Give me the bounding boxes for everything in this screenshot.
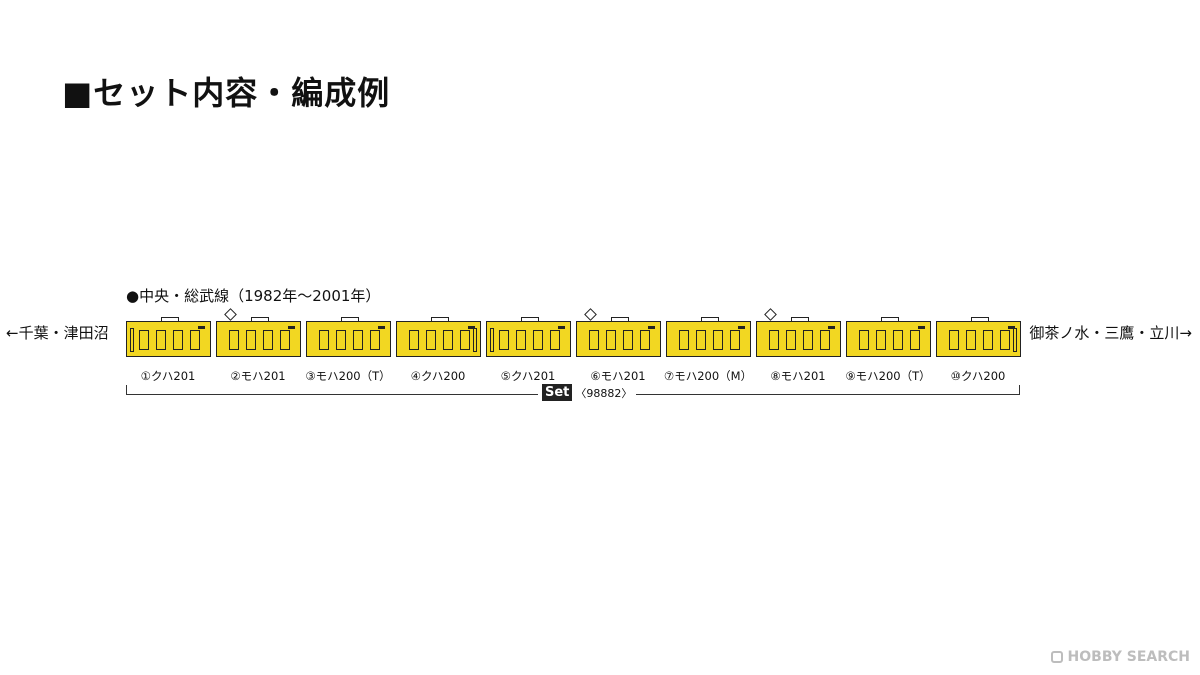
direction-right-label: 御茶ノ水・三鷹・立川→ <box>1029 324 1192 342</box>
roof-vent <box>791 317 809 321</box>
car-6 <box>576 317 661 357</box>
cab-end <box>130 328 134 352</box>
page-title: ■セット内容・編成例 <box>62 74 391 112</box>
set-indicator: Set 〈98882〉 <box>538 384 637 401</box>
car-3 <box>306 317 391 357</box>
car-window <box>876 330 886 350</box>
car-window <box>499 330 509 350</box>
watermark: HOBBY SEARCH <box>1050 649 1190 665</box>
roof-vent <box>341 317 359 321</box>
roof-vent <box>431 317 449 321</box>
car-label: ④クハ200 <box>410 369 466 383</box>
car-window <box>319 330 329 350</box>
roof-vent <box>701 317 719 321</box>
car-window <box>606 330 616 350</box>
car-window <box>409 330 419 350</box>
car-2 <box>216 317 301 357</box>
set-badge: Set <box>542 384 573 401</box>
car-window <box>533 330 543 350</box>
car-label: ②モハ201 <box>230 369 286 383</box>
car-window <box>426 330 436 350</box>
hobby-search-logo-icon <box>1050 651 1063 663</box>
pantograph-icon <box>224 308 237 321</box>
car-label: ⑨モハ200（T） <box>845 369 931 383</box>
car-window <box>769 330 779 350</box>
car-window <box>280 330 290 350</box>
line-name: ●中央・総武線（1982年〜2001年） <box>126 287 381 305</box>
car-4 <box>396 317 481 357</box>
car-label: ⑧モハ201 <box>770 369 826 383</box>
pantograph-icon <box>584 308 597 321</box>
car-window <box>679 330 689 350</box>
car-marker <box>918 326 925 329</box>
car-window <box>910 330 920 350</box>
car-marker <box>738 326 745 329</box>
car-window <box>263 330 273 350</box>
roof-vent <box>611 317 629 321</box>
car-window <box>983 330 993 350</box>
roof-vent <box>251 317 269 321</box>
set-code: 〈98882〉 <box>575 386 633 400</box>
car-marker <box>288 326 295 329</box>
roof-vent <box>971 317 989 321</box>
car-marker <box>378 326 385 329</box>
car-window <box>640 330 650 350</box>
car-window <box>370 330 380 350</box>
car-window <box>139 330 149 350</box>
car-window <box>696 330 706 350</box>
car-window <box>550 330 560 350</box>
car-window <box>156 330 166 350</box>
car-window <box>336 330 346 350</box>
car-label: ③モハ200（T） <box>305 369 391 383</box>
car-marker <box>1008 326 1015 329</box>
car-window <box>713 330 723 350</box>
cab-end <box>490 328 494 352</box>
car-window <box>949 330 959 350</box>
car-window <box>589 330 599 350</box>
car-label: ⑦モハ200（M） <box>663 369 753 383</box>
car-window <box>859 330 869 350</box>
watermark-text: HOBBY SEARCH <box>1067 649 1190 665</box>
cab-end <box>1013 328 1017 352</box>
car-label: ⑩クハ200 <box>950 369 1006 383</box>
car-5 <box>486 317 571 357</box>
car-window <box>460 330 470 350</box>
car-8 <box>756 317 841 357</box>
roof-vent <box>161 317 179 321</box>
car-window <box>1000 330 1010 350</box>
direction-left-label: ←千葉・津田沼 <box>6 324 109 342</box>
car-window <box>730 330 740 350</box>
car-window <box>623 330 633 350</box>
car-window <box>353 330 363 350</box>
car-marker <box>828 326 835 329</box>
roof-vent <box>881 317 899 321</box>
car-marker <box>558 326 565 329</box>
car-marker <box>648 326 655 329</box>
car-1 <box>126 317 211 357</box>
car-label: ①クハ201 <box>140 369 196 383</box>
car-window <box>443 330 453 350</box>
pantograph-icon <box>764 308 777 321</box>
car-label: ⑤クハ201 <box>500 369 556 383</box>
car-9 <box>846 317 931 357</box>
car-window <box>786 330 796 350</box>
car-marker <box>198 326 205 329</box>
car-marker <box>468 326 475 329</box>
car-label: ⑥モハ201 <box>590 369 646 383</box>
car-window <box>229 330 239 350</box>
car-window <box>173 330 183 350</box>
car-window <box>820 330 830 350</box>
cab-end <box>473 328 477 352</box>
car-window <box>190 330 200 350</box>
car-window <box>246 330 256 350</box>
car-window <box>803 330 813 350</box>
car-window <box>516 330 526 350</box>
roof-vent <box>521 317 539 321</box>
car-window <box>893 330 903 350</box>
car-7 <box>666 317 751 357</box>
car-window <box>966 330 976 350</box>
car-10 <box>936 317 1021 357</box>
